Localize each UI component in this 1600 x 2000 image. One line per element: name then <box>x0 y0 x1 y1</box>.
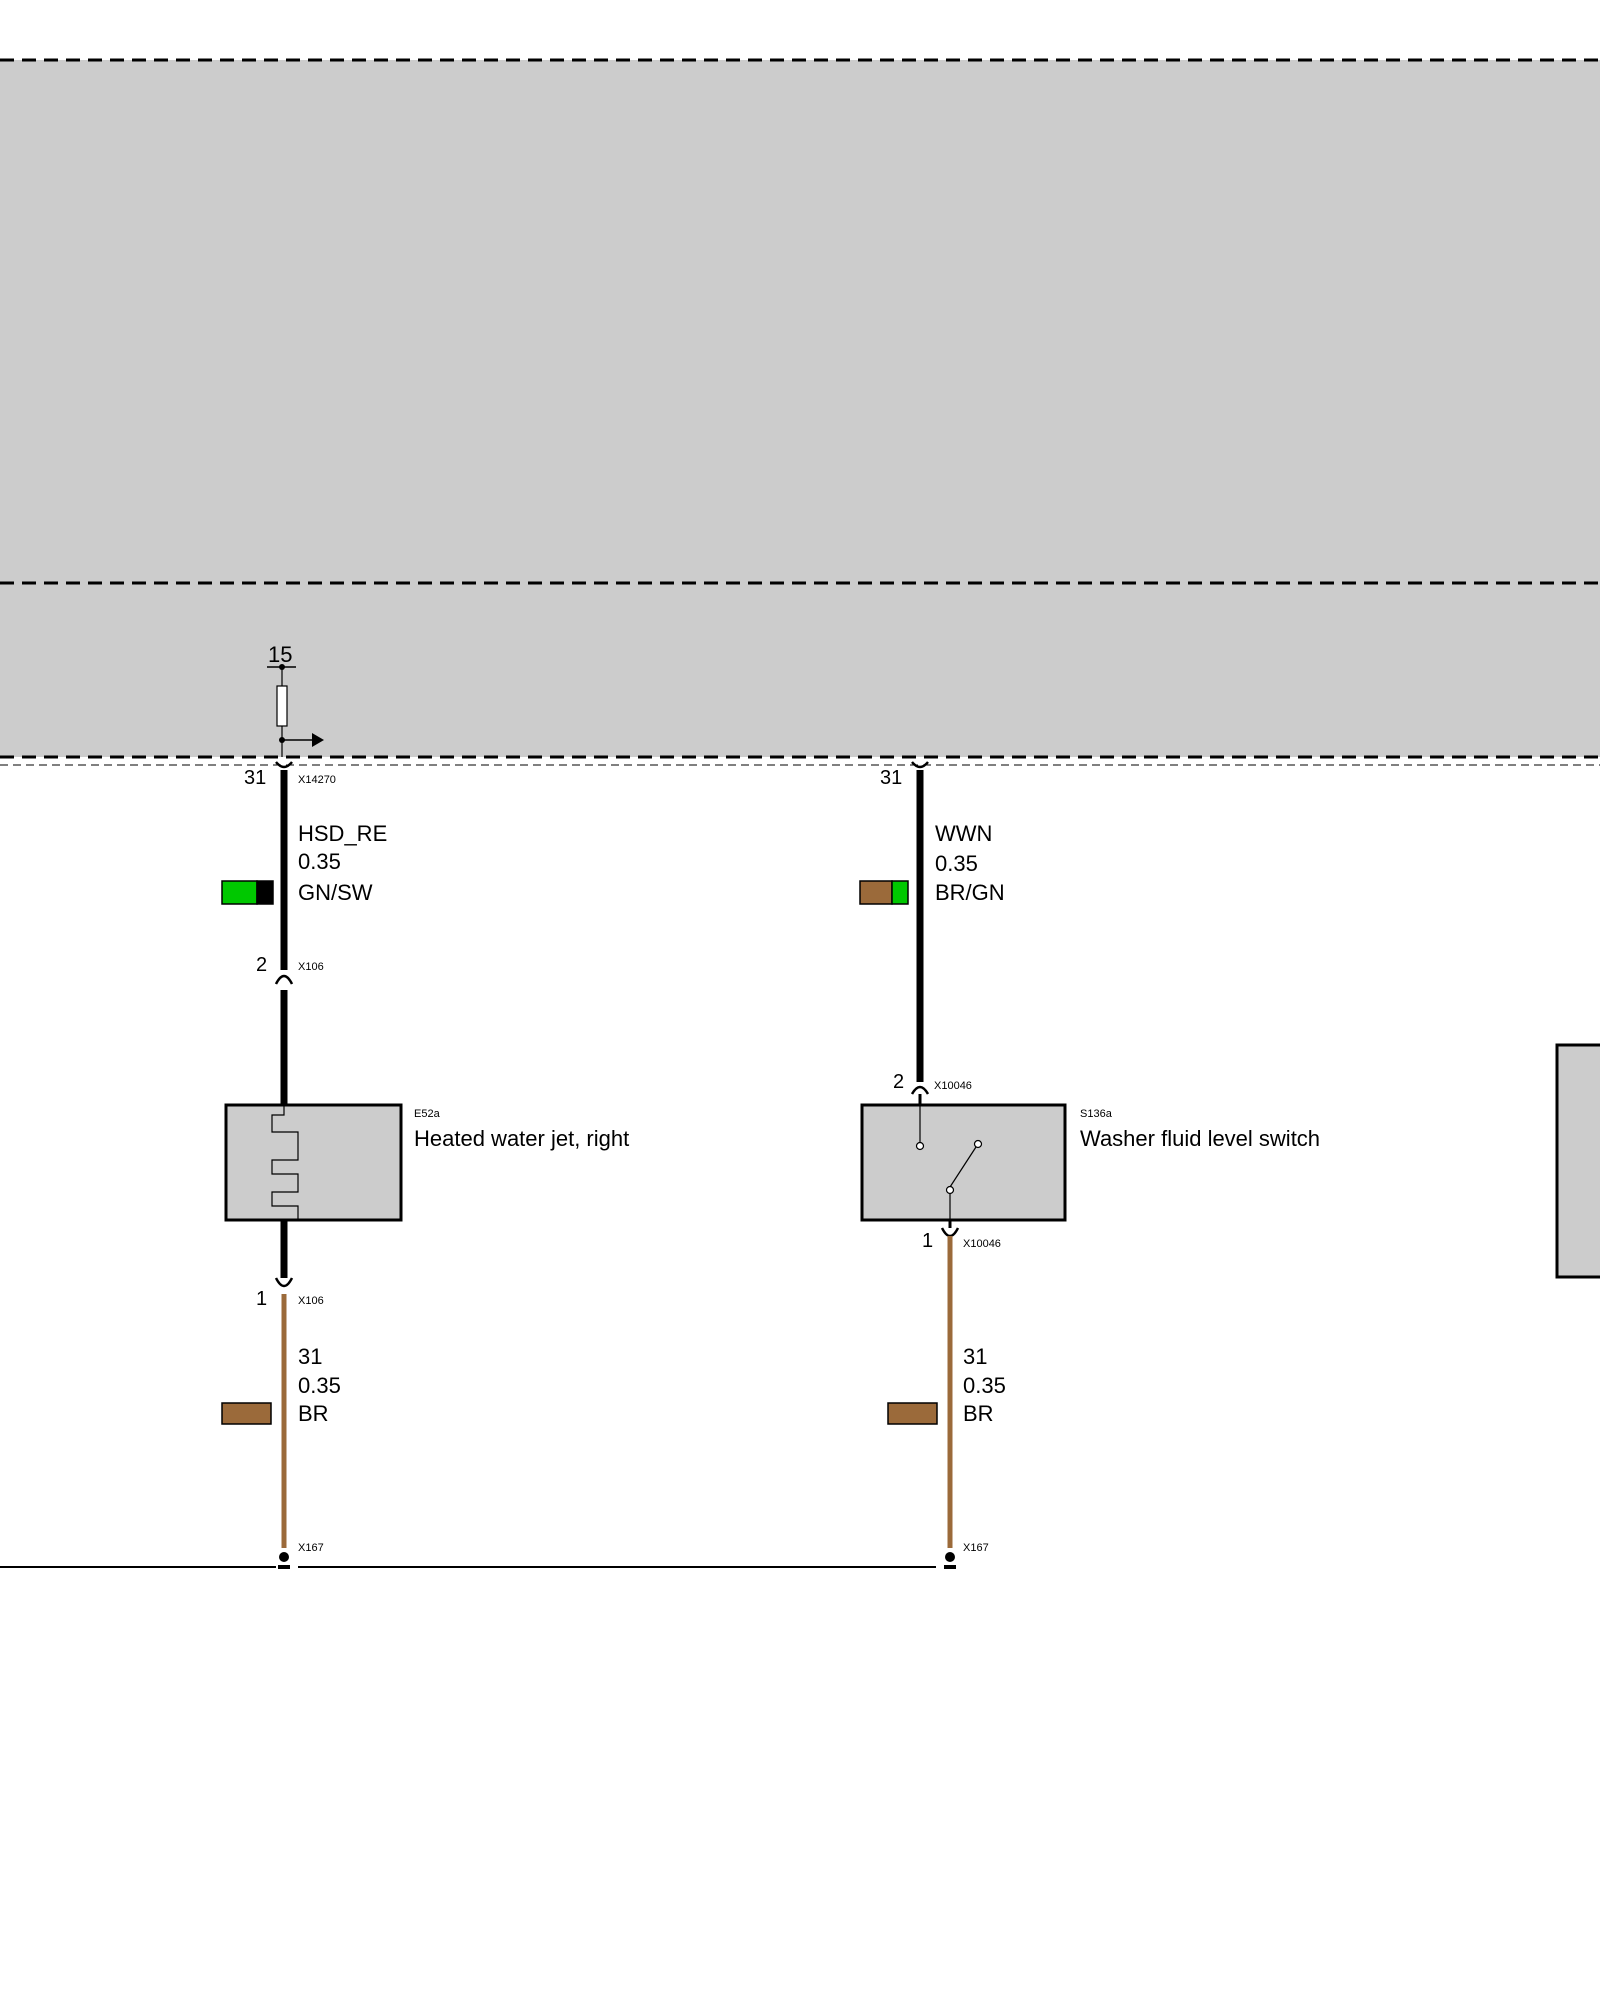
right-mid-connector: X10046 <box>934 1080 972 1092</box>
left-wire-color: GN/SW <box>298 880 373 905</box>
left-bottom-connector: X106 <box>298 1295 324 1307</box>
control-module-area <box>0 60 1600 757</box>
connector-hook-x106-2 <box>274 974 294 985</box>
wire-color-swatch-brown-left <box>221 1402 272 1425</box>
ground-splice-left <box>279 1552 289 1562</box>
right-ground-gauge: 0.35 <box>963 1373 1006 1398</box>
right-bottom-connector: X10046 <box>963 1238 1001 1250</box>
left-circuit <box>221 761 403 1569</box>
left-ground-color: BR <box>298 1401 329 1426</box>
left-top-pin: 31 <box>244 767 266 789</box>
connector-hook-x10046-1 <box>940 1227 960 1238</box>
wire-color-swatch-brown-right <box>887 1402 938 1425</box>
ground-splice-right <box>945 1552 955 1562</box>
left-component-name: Heated water jet, right <box>414 1126 629 1151</box>
left-mid-pin: 2 <box>256 954 267 976</box>
left-ground-gauge: 0.35 <box>298 1373 341 1398</box>
right-circuit <box>859 761 1067 1569</box>
left-wire-gauge: 0.35 <box>298 849 341 874</box>
left-bottom-pin: 1 <box>256 1288 267 1310</box>
left-mid-connector: X106 <box>298 961 324 973</box>
right-ground-signal: 31 <box>963 1344 987 1369</box>
right-ground-connector: X167 <box>963 1542 989 1554</box>
right-component-name: Washer fluid level switch <box>1080 1126 1320 1151</box>
wire-color-swatch-green <box>221 880 258 905</box>
right-component-code: S136a <box>1080 1108 1113 1120</box>
connector-hook-x10046-2 <box>910 1085 930 1095</box>
connector-hook-x106-1 <box>274 1277 294 1288</box>
component-box-e52a <box>224 1103 403 1222</box>
right-signal-name: WWN <box>935 821 992 846</box>
component-box-s136a <box>860 1103 1067 1222</box>
wire-color-swatch-brown <box>859 880 893 905</box>
wire-color-swatch-black <box>256 880 274 905</box>
supply-terminal-label: 15 <box>268 642 292 667</box>
connector-hook-x14270 <box>275 761 293 769</box>
right-top-pin: 31 <box>880 767 902 789</box>
right-wire-gauge: 0.35 <box>935 851 978 876</box>
heater-element-icon <box>271 1105 299 1220</box>
left-top-connector: X14270 <box>298 774 336 786</box>
supply-resistor-symbol <box>267 664 324 757</box>
right-ground-color: BR <box>963 1401 994 1426</box>
wire-color-swatch-green-right <box>891 880 909 905</box>
left-signal-name: HSD_RE <box>298 821 387 846</box>
level-switch-icon <box>915 1105 983 1220</box>
left-ground-signal: 31 <box>298 1344 322 1369</box>
connector-hook-top-right <box>911 761 929 769</box>
left-component-code: E52a <box>414 1108 441 1120</box>
partial-component-box <box>1555 1043 1600 1279</box>
right-wire-color: BR/GN <box>935 880 1005 905</box>
right-mid-pin: 2 <box>893 1071 904 1093</box>
right-bottom-pin: 1 <box>922 1230 933 1252</box>
left-ground-connector: X167 <box>298 1542 324 1554</box>
